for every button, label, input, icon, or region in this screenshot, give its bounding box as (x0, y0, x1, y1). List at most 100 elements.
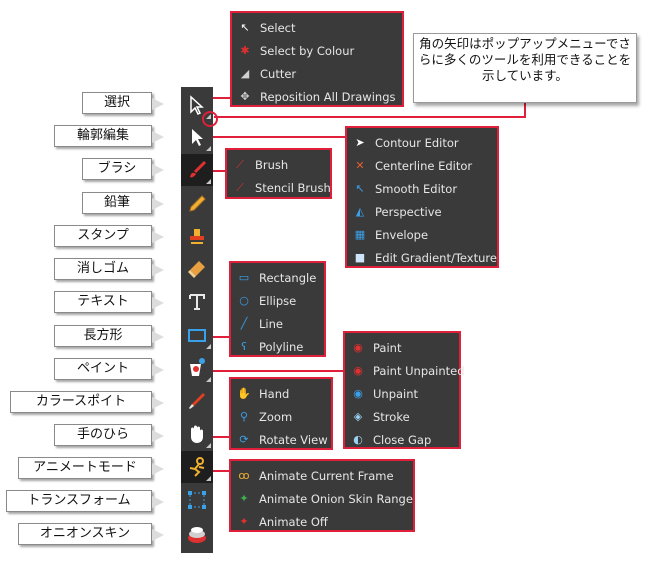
connector-contour (213, 136, 346, 138)
brush-icon (190, 160, 207, 178)
paint-tools-menu: ◉Paint ◉Paint Unpainted ◉Unpaint ◈Stroke… (343, 331, 465, 451)
rectangle-icon: ▭ (238, 271, 250, 284)
menu-item-stencil-brush[interactable]: ⟋ Stencil Brush (233, 176, 331, 199)
callout-label: 消しゴム (54, 258, 152, 280)
line-icon: ╱ (240, 317, 248, 330)
menu-item-hand[interactable]: ✋ Hand (237, 382, 289, 405)
callout-label: アニメートモード (18, 457, 152, 479)
paint-bucket-icon (190, 358, 205, 376)
menu-item-label: Polyline (259, 339, 304, 354)
callout-paint: ペイント (0, 358, 181, 384)
gradient-icon: ■ (354, 251, 366, 264)
tool-brush[interactable] (181, 154, 213, 186)
menu-item-rotate-view[interactable]: ⟳ Rotate View (237, 428, 328, 451)
tool-text[interactable] (181, 286, 213, 318)
menu-item-close-gap[interactable]: ◐Close Gap (351, 428, 431, 451)
menu-item-stroke[interactable]: ◈Stroke (351, 405, 410, 428)
callout-text: テキスト (0, 291, 181, 317)
tool-eraser[interactable] (181, 253, 213, 285)
menu-item-cutter[interactable]: ◢Cutter (238, 62, 296, 85)
envelope-icon: ▦ (354, 228, 366, 241)
menu-item-label: Zoom (259, 409, 293, 424)
tool-animate-mode[interactable] (181, 451, 213, 483)
menu-item-label: Centerline Editor (375, 158, 473, 173)
menu-item-contour-editor[interactable]: ➤ Contour Editor (353, 131, 459, 154)
menu-item-edit-gradient-texture[interactable]: ■Edit Gradient/Texture (353, 246, 497, 269)
brush-icon: ⟋ (236, 157, 244, 171)
menu-item-select[interactable]: ↖Select (238, 16, 295, 39)
menu-item-brush[interactable]: ⟋Brush (233, 153, 288, 176)
perspective-icon: ◭ (355, 205, 365, 218)
menu-item-centerline-editor[interactable]: ✕ Centerline Editor (353, 154, 472, 177)
menu-item-paint[interactable]: ◉Paint (351, 336, 401, 359)
animate-mode-icon (189, 457, 205, 477)
menu-item-line[interactable]: ╱Line (237, 312, 283, 335)
callout-label: ブラシ (82, 158, 152, 180)
stencil-brush-icon: ⟋ (236, 180, 244, 194)
menu-item-rectangle[interactable]: ▭ Rectangle (237, 266, 317, 289)
callout-label: ペイント (54, 358, 152, 380)
hand-icon: ✋ (237, 387, 251, 400)
menu-item-label: Ellipse (259, 293, 297, 308)
tool-transform[interactable] (181, 484, 213, 516)
callout-label: 選択 (82, 92, 152, 114)
popup-corner-indicator (206, 179, 211, 184)
animate-off-icon: ✦ (239, 515, 249, 528)
brush-tools-menu: ⟋Brush ⟋ Stencil Brush (225, 148, 332, 199)
callout-label: オニオンスキン (18, 523, 152, 545)
callout-label: 手のひら (54, 424, 152, 446)
note-connector-v (524, 102, 526, 118)
menu-item-perspective[interactable]: ◭Perspective (353, 200, 442, 223)
menu-item-reposition-all-drawings[interactable]: ✥Reposition All Drawings (238, 85, 395, 108)
menu-item-label: Hand (259, 386, 290, 401)
tool-rectangle[interactable] (181, 319, 213, 351)
popup-corner-indicator (206, 443, 211, 448)
menu-item-animate-onion-skin-range[interactable]: ✦Animate Onion Skin Range (237, 487, 413, 510)
menu-item-label: Select by Colour (260, 43, 355, 58)
menu-item-paint-unpainted[interactable]: ◉Paint Unpainted (351, 359, 464, 382)
tool-paint[interactable] (181, 352, 213, 384)
menu-item-envelope[interactable]: ▦Envelope (353, 223, 428, 246)
rotate-view-icon: ⟳ (239, 433, 249, 446)
tool-stamp[interactable] (181, 220, 213, 252)
menu-item-label: Rectangle (259, 270, 317, 285)
corner-highlight-circle (202, 111, 218, 127)
dropper-icon (189, 393, 205, 409)
transform-icon (188, 491, 206, 509)
centerline-editor-icon: ✕ (355, 159, 365, 172)
connector-animate (213, 470, 229, 472)
view-tools-menu: ✋ Hand ⚲Zoom ⟳ Rotate View (229, 377, 333, 450)
tool-pencil[interactable] (181, 187, 213, 219)
note-connector-h (214, 116, 526, 118)
callout-label: カラースポイト (10, 391, 152, 413)
callout-dropper: カラースポイト (0, 391, 181, 417)
callout-label: スタンプ (54, 225, 152, 247)
callout-arrow (152, 98, 164, 110)
callout-animate-mode: アニメートモード (0, 457, 181, 483)
menu-item-smooth-editor[interactable]: ↖Smooth Editor (353, 177, 457, 200)
menu-item-label: Rotate View (259, 432, 328, 447)
callout-contour-editor: 輪郭編集 (0, 125, 181, 151)
tool-hand[interactable] (181, 418, 213, 450)
menu-item-label: Contour Editor (375, 135, 459, 150)
tool-onion-skin[interactable] (181, 517, 213, 549)
callout-eraser: 消しゴム (0, 258, 181, 284)
menu-item-unpaint[interactable]: ◉Unpaint (351, 382, 418, 405)
menu-item-label: Animate Off (259, 514, 328, 529)
tool-dropper[interactable] (181, 385, 213, 417)
menu-item-label: Stencil Brush (255, 180, 331, 195)
menu-item-animate-off[interactable]: ✦ Animate Off (237, 510, 328, 533)
menu-item-select-by-colour[interactable]: ✱Select by Colour (238, 39, 354, 62)
pencil-icon (189, 195, 206, 212)
callout-arrow (152, 364, 164, 376)
menu-item-ellipse[interactable]: ○Ellipse (237, 289, 296, 312)
callout-hand: 手のひら (0, 424, 181, 450)
callout-onion-skin: オニオンスキン (0, 523, 181, 549)
contour-editor-icon: ➤ (355, 136, 365, 149)
callout-arrow (152, 529, 164, 541)
menu-item-zoom[interactable]: ⚲Zoom (237, 405, 292, 428)
tool-contour-editor[interactable] (181, 121, 213, 153)
callout-label: 長方形 (54, 325, 152, 347)
